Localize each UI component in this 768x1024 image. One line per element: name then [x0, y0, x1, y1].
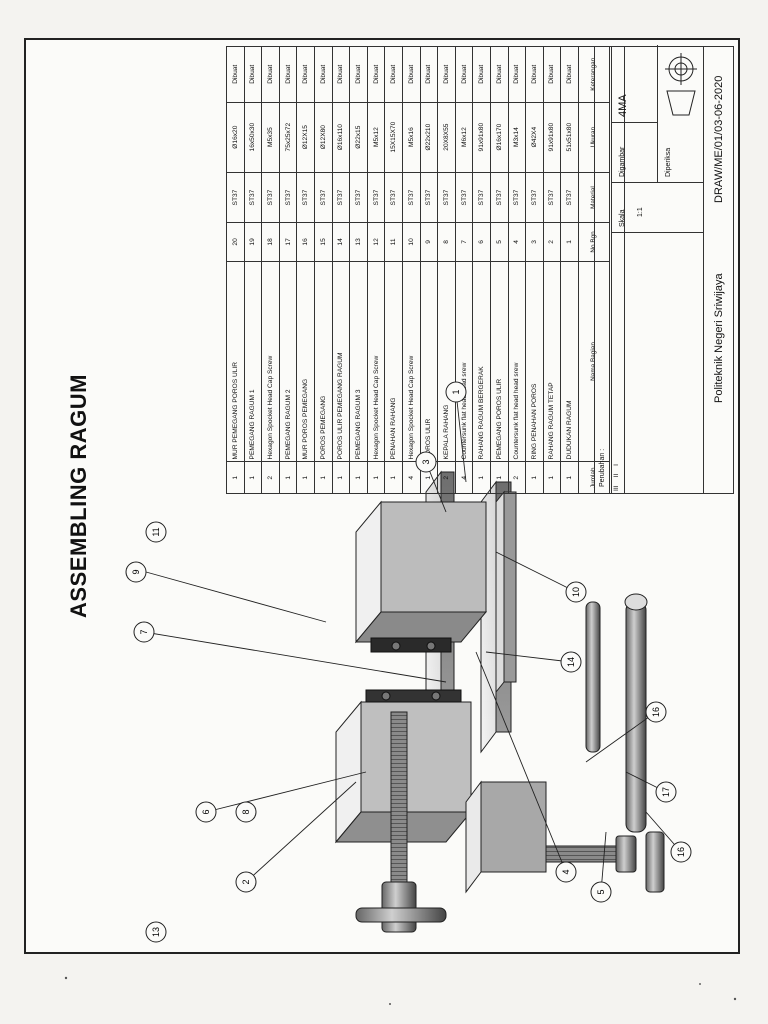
drawing-sheet: ASSEMBLING RAGUM [24, 38, 740, 954]
callout-balloon: 5 [590, 881, 612, 903]
jaw-plates-kepala-rahang [365, 641, 462, 703]
callout-number: 17 [661, 787, 671, 797]
callout-balloon: 14 [560, 651, 582, 673]
callout-number: 16 [651, 707, 661, 717]
callout-balloon: 10 [565, 581, 587, 603]
callout-balloon: 11 [145, 521, 167, 543]
lead-screw-poros-ulir [355, 711, 447, 933]
callout-number: 8 [241, 809, 251, 814]
callout-balloon: 2 [235, 871, 257, 893]
arm-penahan-rahang [495, 490, 517, 694]
holder-pemegang-ragum [465, 780, 665, 894]
callout-balloon: 6 [195, 801, 217, 823]
callout-balloon: 9 [125, 561, 147, 583]
callout-number: 2 [241, 879, 251, 884]
callout-balloon: 13 [145, 921, 167, 943]
callout-number: 5 [596, 889, 606, 894]
callout-balloon: 16 [670, 841, 692, 863]
vise-assembly-drawing [143, 391, 682, 933]
callout-number: 1 [451, 389, 461, 394]
callout-number: 6 [201, 809, 211, 814]
callout-balloon: 16 [645, 701, 667, 723]
callout-balloon: 1 [445, 381, 467, 403]
callout-numbers: 1 2 3 4 5 6 7 8 9 10 11 13 14 16 16 17 [125, 381, 692, 943]
projection-symbol-icon [665, 53, 697, 116]
scan-artifacts [64, 976, 737, 1005]
callout-balloon: 17 [655, 781, 677, 803]
callout-balloon: 4 [555, 861, 577, 883]
callout-balloon: 8 [235, 801, 257, 823]
moving-jaw-rahang-bergerak [354, 500, 488, 653]
callout-number: 7 [139, 629, 149, 634]
callout-number: 4 [561, 869, 571, 874]
title-block: Perubahan : Skala 1:1 Digambar 4MA Diper… [594, 45, 734, 494]
callout-number: 9 [131, 569, 141, 574]
callout-number: 16 [676, 847, 686, 857]
callout-number: 10 [571, 587, 581, 597]
callout-number: 11 [151, 527, 161, 536]
callout-number: 13 [151, 927, 161, 937]
callout-number: 3 [421, 459, 431, 464]
callout-balloon: 7 [133, 621, 155, 643]
callout-balloon: 3 [415, 451, 437, 473]
rotated-drawing-frame: ASSEMBLING RAGUM [26, 40, 738, 952]
callout-number: 14 [566, 657, 576, 667]
